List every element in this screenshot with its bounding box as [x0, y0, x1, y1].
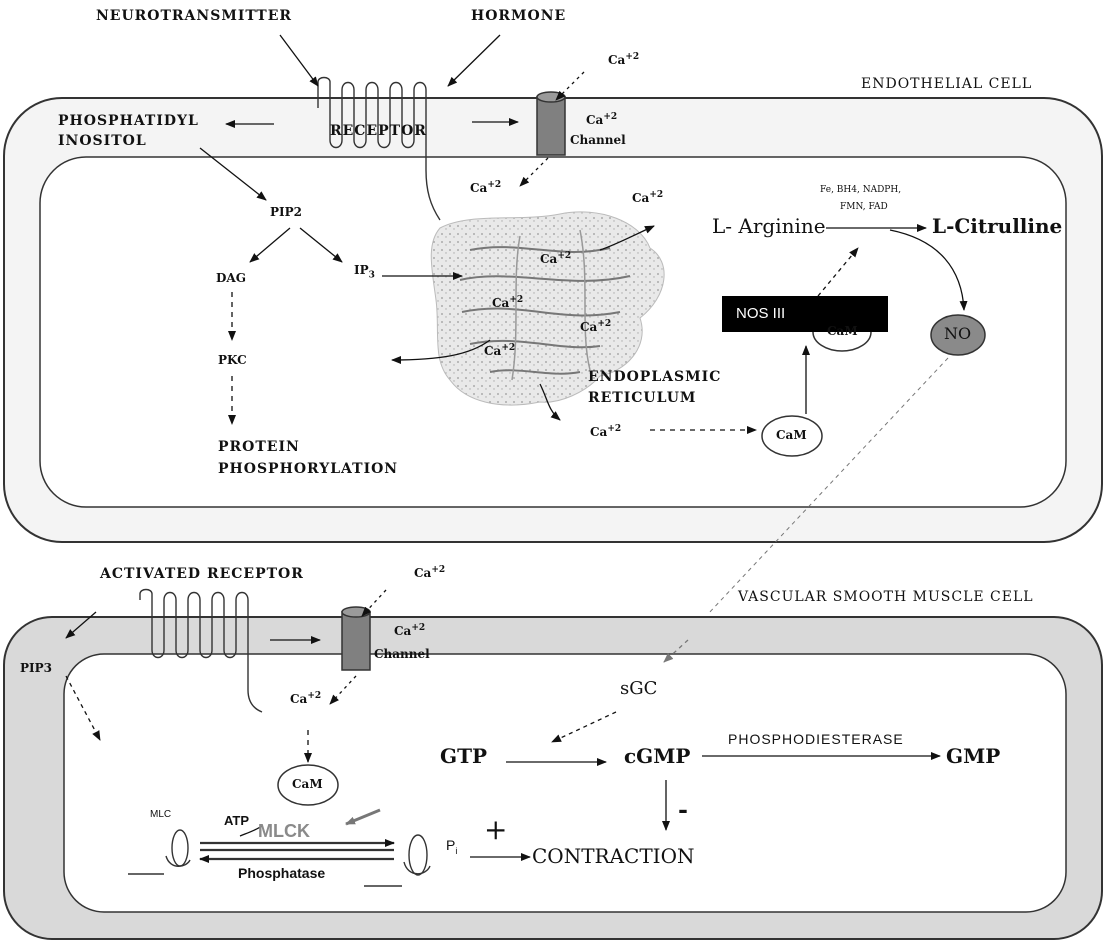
ca-ion-smc-cytosol: Ca+2: [290, 692, 321, 705]
nos-iii-box: NOS III: [722, 296, 888, 332]
ca-ion-channel: Ca+2: [586, 113, 617, 126]
ca-ion-cytosol: Ca+2: [590, 425, 621, 438]
smooth-muscle-cytoplasm: [64, 654, 1066, 912]
ca-ion-er-1: Ca+2: [540, 252, 571, 265]
ca-ion-top: Ca+2: [608, 53, 639, 66]
calcium-channel-icon-smc: [342, 607, 370, 670]
gtp-label: GTP: [440, 746, 487, 766]
nos-iii-label: NOS III: [736, 305, 785, 322]
cam-label-smc: CaM: [292, 778, 323, 790]
ca-ion-er-4: Ca+2: [484, 344, 515, 357]
cam-label-free: CaM: [776, 429, 807, 441]
er-label-line2: RETICULUM: [588, 391, 696, 405]
endothelial-cell-label: ENDOTHELIAL CELL: [861, 77, 1032, 91]
inhibition-minus: -: [678, 798, 688, 822]
cofactors-line1: Fe, BH4, NADPH,: [820, 186, 901, 195]
phosphorylation-label: PHOSPHORYLATION: [218, 462, 398, 476]
neurotransmitter-label: NEUROTRANSMITTER: [96, 9, 292, 23]
dag-label: DAG: [216, 272, 246, 284]
channel-label: Channel: [570, 134, 626, 146]
protein-label: PROTEIN: [218, 440, 300, 454]
phosphodiesterase-label: PHOSPHODIESTERASE: [728, 732, 904, 746]
plus-sign: +: [484, 816, 507, 844]
phosphatidyl-label: PHOSPHATIDYL: [58, 114, 199, 128]
pip2-label: PIP2: [270, 206, 302, 218]
cofactors-line2: FMN, FAD: [840, 203, 888, 212]
channel-label-smc: Channel: [374, 648, 430, 660]
atp-label: ATP: [224, 814, 249, 827]
pi-label: Pi: [446, 838, 457, 856]
activated-receptor-label: ACTIVATED RECEPTOR: [100, 567, 304, 581]
l-citrulline-label: L-Citrulline: [932, 216, 1062, 236]
mlc-label: MLC: [150, 810, 171, 820]
sgc-label: sGC: [620, 680, 657, 698]
calcium-channel-icon: [537, 92, 565, 155]
no-label: NO: [944, 326, 971, 342]
smooth-muscle-cell: [4, 617, 1102, 939]
phosphatase-label: Phosphatase: [238, 866, 325, 880]
cam-label-nos: CaM: [827, 325, 858, 337]
l-arginine-label: L- Arginine: [712, 216, 826, 236]
pip3-label: PIP3: [20, 662, 52, 674]
gmp-label: GMP: [946, 746, 1000, 766]
smooth-muscle-cell-label: VASCULAR SMOOTH MUSCLE CELL: [738, 590, 1034, 604]
mlck-label: MLCK: [258, 822, 310, 840]
cgmp-label: cGMP: [624, 746, 690, 766]
ip3-label: IP3: [354, 264, 375, 280]
hormone-label: HORMONE: [471, 9, 566, 23]
ca-ion-smc-top: Ca+2: [414, 566, 445, 579]
receptor-label: RECEPTOR: [330, 124, 427, 138]
ca-ion-below-channel: Ca+2: [470, 181, 501, 194]
inositol-label: INOSITOL: [58, 134, 147, 148]
er-label-line1: ENDOPLASMIC: [588, 370, 721, 384]
pkc-label: PKC: [218, 354, 247, 366]
contraction-label: CONTRACTION: [532, 846, 694, 866]
ca-ion-er-out: Ca+2: [632, 191, 663, 204]
ca-ion-er-2: Ca+2: [492, 296, 523, 309]
ca-ion-smc-channel: Ca+2: [394, 624, 425, 637]
ca-ion-er-3: Ca+2: [580, 320, 611, 333]
